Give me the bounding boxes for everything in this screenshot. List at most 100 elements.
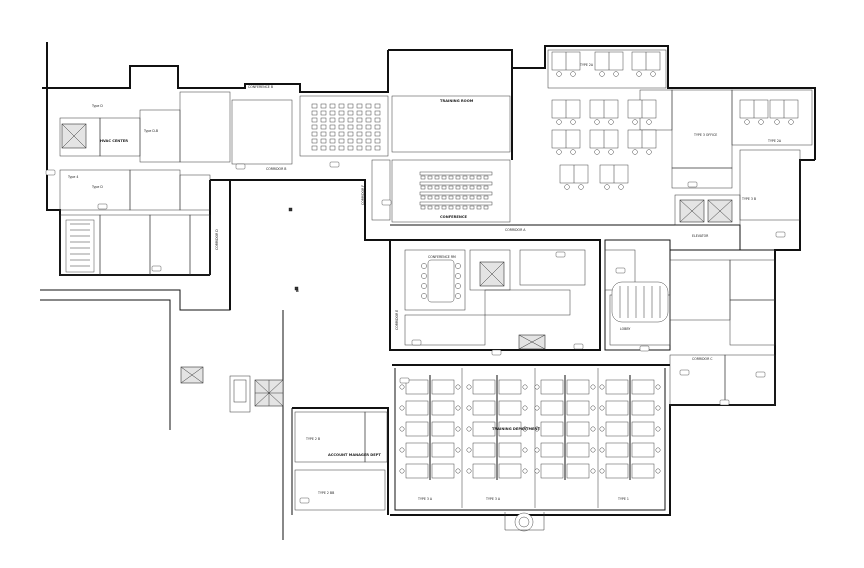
chair — [329, 124, 336, 130]
chair — [599, 468, 605, 474]
chair — [466, 384, 472, 390]
room-tag — [719, 399, 730, 406]
chair — [455, 175, 461, 180]
room-tag — [399, 377, 410, 384]
chair — [329, 145, 336, 151]
chair — [462, 185, 468, 190]
chair — [608, 119, 614, 125]
chair — [420, 195, 426, 200]
desk — [631, 421, 655, 437]
chair — [399, 426, 405, 432]
chair — [329, 131, 336, 137]
chair — [311, 131, 318, 137]
chair — [420, 175, 426, 180]
desk — [605, 379, 629, 395]
desk — [540, 421, 564, 437]
chair — [774, 119, 780, 125]
workstation-clusters-south — [399, 375, 661, 480]
chair — [320, 103, 327, 109]
chair — [534, 405, 540, 411]
chair — [338, 131, 345, 137]
chair — [522, 405, 528, 411]
chair — [347, 145, 354, 151]
label-elevator: ELEVATOR — [692, 234, 709, 238]
table-row — [419, 181, 493, 186]
label-type-2a-right: TYPE 2A — [767, 139, 782, 143]
chair — [455, 185, 461, 190]
chair — [365, 138, 372, 144]
chair — [420, 185, 426, 190]
chair — [556, 71, 562, 77]
chair — [320, 138, 327, 144]
desk — [472, 442, 496, 458]
room-tag — [381, 199, 392, 206]
label-conference-rm: CONFERENCE RM — [428, 255, 456, 259]
chair — [483, 185, 489, 190]
chair — [590, 405, 596, 411]
chair — [455, 447, 461, 453]
chair — [311, 138, 318, 144]
chair — [320, 110, 327, 116]
chair — [613, 71, 619, 77]
chair — [655, 447, 661, 453]
label-type-2-b: TYPE 2 B — [305, 437, 320, 441]
chair — [347, 138, 354, 144]
label-type-4: Type 4 — [67, 175, 78, 179]
desk — [605, 400, 629, 416]
chair — [455, 468, 461, 474]
chair — [329, 138, 336, 144]
chair — [462, 205, 468, 210]
desk — [472, 400, 496, 416]
chair — [469, 175, 475, 180]
room-partitions — [59, 49, 813, 511]
label-corridor-b: CORRIDOR B — [266, 167, 286, 171]
room-tag — [775, 231, 786, 238]
chair — [320, 117, 327, 123]
shafts-and-elevators — [61, 123, 733, 413]
chair — [374, 131, 381, 137]
label-type-d-b: Type D-B — [143, 129, 158, 133]
chair — [427, 185, 433, 190]
chair — [455, 426, 461, 432]
conference-seating — [419, 171, 493, 210]
chair — [441, 175, 447, 180]
chair — [448, 185, 454, 190]
room-tag — [555, 251, 566, 258]
chair — [462, 195, 468, 200]
label-hvac-center: HVAC CENTER — [100, 139, 128, 143]
chair — [455, 195, 461, 200]
desk — [405, 463, 429, 479]
chair — [522, 468, 528, 474]
chair — [320, 124, 327, 130]
chair — [599, 384, 605, 390]
desk — [540, 379, 564, 395]
room-tag — [491, 349, 502, 356]
label-corridor-e: CORRIDOR E — [395, 310, 399, 330]
chair — [594, 119, 600, 125]
label-corridor-f: CORRIDOR F — [361, 185, 365, 205]
chair — [599, 447, 605, 453]
chair — [469, 185, 475, 190]
chair — [356, 138, 363, 144]
chair — [356, 131, 363, 137]
desk — [566, 400, 590, 416]
room-tag — [45, 169, 56, 176]
chair — [788, 119, 794, 125]
room-tag — [755, 371, 766, 378]
conference-table — [421, 259, 461, 303]
chair — [455, 405, 461, 411]
label-type-d-left: Type D — [91, 185, 103, 189]
chair — [522, 384, 528, 390]
desk — [431, 421, 455, 437]
chair — [356, 145, 363, 151]
desk — [472, 379, 496, 395]
label-training-dept: TRAINING DEPARTMENT — [492, 427, 541, 431]
chair — [476, 175, 482, 180]
chair — [374, 124, 381, 130]
training-room-seating — [311, 103, 381, 151]
chair — [570, 149, 576, 155]
chair — [564, 184, 570, 190]
desk — [540, 400, 564, 416]
desk — [431, 379, 455, 395]
chair — [618, 184, 624, 190]
